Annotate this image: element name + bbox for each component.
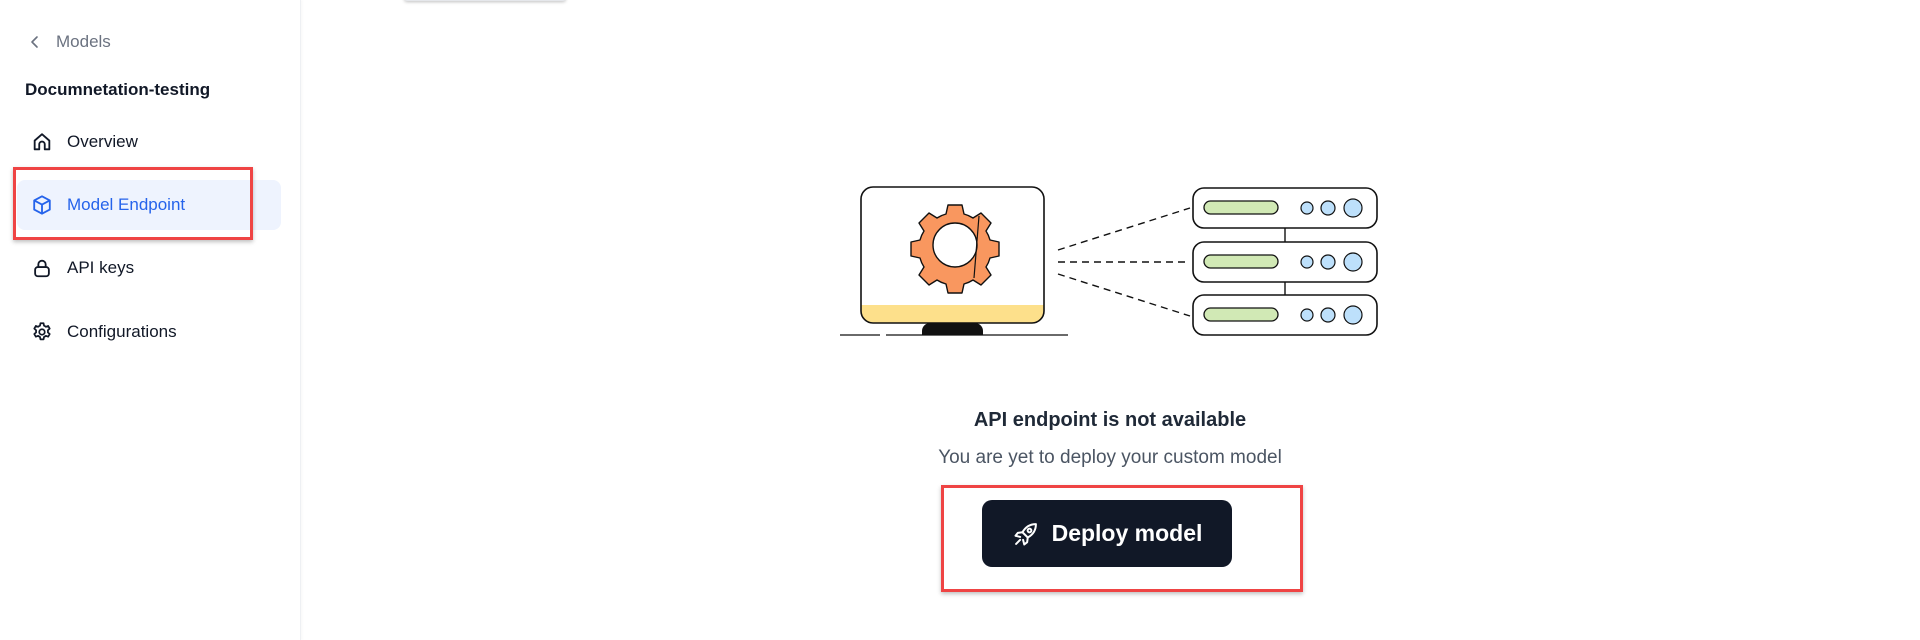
cube-icon xyxy=(33,195,51,215)
sidebar-item-overview[interactable]: Overview xyxy=(17,117,281,167)
gear-illustration-icon xyxy=(910,204,1000,294)
sidebar-item-label: Overview xyxy=(67,132,138,151)
deploy-model-button[interactable]: Deploy model xyxy=(982,500,1232,567)
sidebar: Models Documnetation-testing Overview Mo… xyxy=(0,0,301,640)
connector-lines xyxy=(1057,207,1191,317)
endpoint-illustration xyxy=(840,186,1378,336)
sidebar-item-label: API keys xyxy=(67,258,135,277)
sidebar-item-label: Configurations xyxy=(67,322,177,341)
top-tab-edge xyxy=(404,0,566,1)
empty-state-subtitle: You are yet to deploy your custom model xyxy=(938,447,1282,468)
sidebar-item-api-keys[interactable]: API keys xyxy=(17,243,281,293)
sidebar-item-model-endpoint[interactable]: Model Endpoint xyxy=(17,180,281,230)
empty-state-title: API endpoint is not available xyxy=(973,409,1247,431)
project-title: Documnetation-testing xyxy=(25,80,211,99)
lock-icon xyxy=(34,259,50,278)
back-link-label: Models xyxy=(56,32,111,51)
monitor-icon xyxy=(840,186,1068,336)
sidebar-item-label: Model Endpoint xyxy=(67,195,186,214)
sidebar-item-configurations[interactable]: Configurations xyxy=(17,307,281,357)
gear-icon xyxy=(33,322,51,341)
deploy-model-label: Deploy model xyxy=(1051,520,1203,546)
back-to-models-link[interactable]: Models xyxy=(28,30,111,54)
home-icon xyxy=(33,133,51,151)
rocket-icon xyxy=(1014,522,1037,545)
server-stack-icon xyxy=(1192,187,1378,336)
chevron-left-icon xyxy=(31,36,38,48)
